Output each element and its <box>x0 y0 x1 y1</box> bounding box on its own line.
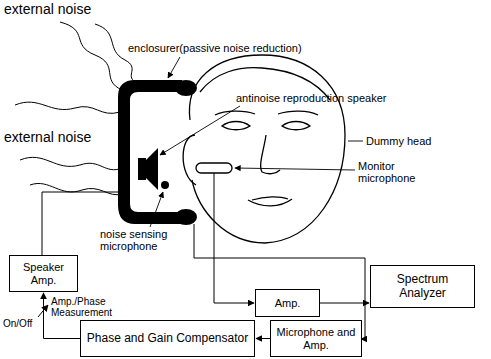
process-box: Spectrum Analyzer <box>370 265 475 308</box>
noise-wave <box>60 22 122 90</box>
annotation-label: enclosurer(passive noise reduction) <box>128 42 302 54</box>
process-box: Speaker Amp. <box>9 255 78 292</box>
annotation-label: external noise <box>4 2 91 17</box>
leader-line <box>168 57 180 78</box>
annotation-label: On/Off <box>3 318 32 329</box>
mouth <box>248 197 292 206</box>
leaders <box>150 57 363 227</box>
leader-line <box>348 141 363 142</box>
leader-line <box>150 192 163 227</box>
leader-line <box>235 168 355 170</box>
box-label: Spectrum Analyzer <box>376 273 469 301</box>
nose <box>261 135 280 174</box>
eye <box>222 122 250 130</box>
enclosure <box>118 80 182 224</box>
process-box: Phase and Gain Compensator <box>80 320 255 357</box>
speaker-cone <box>146 148 158 190</box>
noise-wave <box>30 183 122 194</box>
wires <box>38 173 365 339</box>
dummy-head <box>183 55 345 243</box>
annotation-label: external noise <box>4 130 91 145</box>
box-label: Speaker Amp. <box>15 261 72 286</box>
ear <box>183 135 196 185</box>
box-label: Microphone and Amp. <box>276 326 356 351</box>
annotation-label: Monitor microphone <box>358 160 420 184</box>
signal-connector <box>320 303 369 304</box>
annotation-label: Dummy head <box>366 135 431 147</box>
noise-wave <box>15 102 120 113</box>
noise-sensing-microphone <box>161 181 169 189</box>
process-box: Microphone and Amp. <box>270 320 362 357</box>
eye <box>282 122 310 130</box>
box-label: Phase and Gain Compensator <box>87 332 248 346</box>
annotation-label: noise sensing microphone <box>100 228 178 252</box>
antinoise-speaker <box>138 158 146 180</box>
monitor-microphone <box>196 163 232 173</box>
head-outline <box>189 55 345 243</box>
process-box: Amp. <box>255 289 320 317</box>
box-label: Amp. <box>275 297 301 310</box>
noise-waves <box>15 22 135 195</box>
noise-wave <box>20 157 122 169</box>
annotation-label: Amp./Phase Measurement <box>51 296 115 318</box>
leader-line <box>160 106 240 155</box>
ear-cushion <box>175 209 197 225</box>
annotation-label: antinoise reproduction speaker <box>236 92 386 104</box>
monitor-wire <box>214 173 254 303</box>
signal-connector <box>256 338 270 339</box>
ear-cushion <box>175 80 197 96</box>
